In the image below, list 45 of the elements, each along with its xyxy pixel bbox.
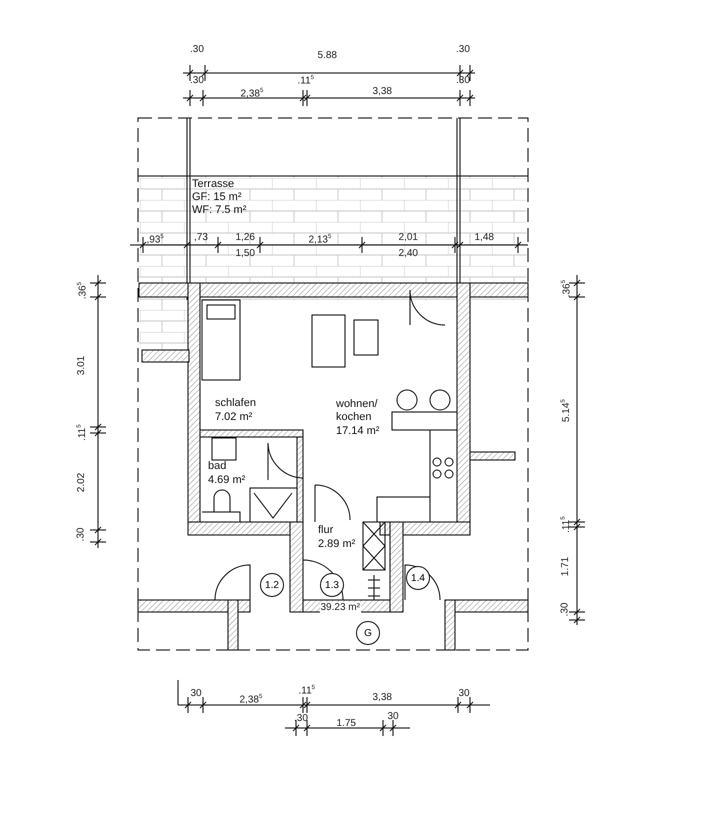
dimension-value: .30 <box>294 713 308 724</box>
area-value: 2.89 m² <box>318 538 356 551</box>
dimension-value: 2,01 <box>398 232 418 243</box>
dimension-value: ,73 <box>194 232 208 243</box>
dimension-value: 1.75 <box>336 718 356 729</box>
dimension-value: .30 <box>559 602 570 616</box>
dimension-value: .30 <box>456 44 470 55</box>
dimension-value: 1.71 <box>560 556 571 576</box>
room-number-circle: 1.3 <box>320 573 344 597</box>
area-value: 4.69 m² <box>208 474 246 487</box>
room-name: wohnen/ kochen <box>336 398 379 424</box>
dimension-value: 1,50 <box>236 248 255 259</box>
dimension-value: 1,48 <box>474 232 494 243</box>
dimension-value: .30 <box>190 75 204 86</box>
room-number-circle: 1.4 <box>406 566 430 590</box>
dimension-value: 30 <box>190 688 202 699</box>
room-number-circle: G <box>356 621 380 645</box>
dimension-value: 30 <box>458 688 470 699</box>
dimension-value: 1,26 <box>236 232 255 243</box>
room-name: bad <box>208 460 228 473</box>
dimension-value: 3.01 <box>76 355 87 375</box>
dimension-value: 2,13$^{5}$ <box>308 232 332 246</box>
dimension-value: .11$^{5}$ <box>298 74 314 86</box>
dimension-value: .30 <box>456 75 470 86</box>
dimension-value: 2.02 <box>76 472 87 492</box>
dimension-value: 39.23 m² <box>320 602 361 613</box>
room-name: flur <box>318 524 334 537</box>
dimension-value: ,93$^{5}$ <box>146 232 164 246</box>
area-value: 17.14 m² <box>336 425 380 438</box>
dimension-value: 2,38$^{5}$ <box>240 86 264 100</box>
dimension-value: .30 <box>190 44 204 55</box>
dimension-value: 2,38$^{5}$ <box>240 692 262 706</box>
dimension-value: 5.88 <box>318 50 337 61</box>
dimension-value: 3,38 <box>372 692 392 703</box>
dimension-value: 30 <box>388 711 399 722</box>
room-number-circle: 1.2 <box>260 573 284 597</box>
area-value: 7.02 m² <box>215 411 254 424</box>
dimension-value: .30 <box>75 527 86 541</box>
dimension-value: .11$^{5}$ <box>298 684 316 696</box>
room-name: Terrasse <box>192 178 236 191</box>
dimension-value: 3,38 <box>372 86 392 97</box>
area-value: WF: 7.5 m² <box>192 204 246 217</box>
room-name: schlafen <box>215 397 256 410</box>
area-value: GF: 15 m² <box>192 191 243 204</box>
dimension-value: 2,40 <box>398 248 418 259</box>
